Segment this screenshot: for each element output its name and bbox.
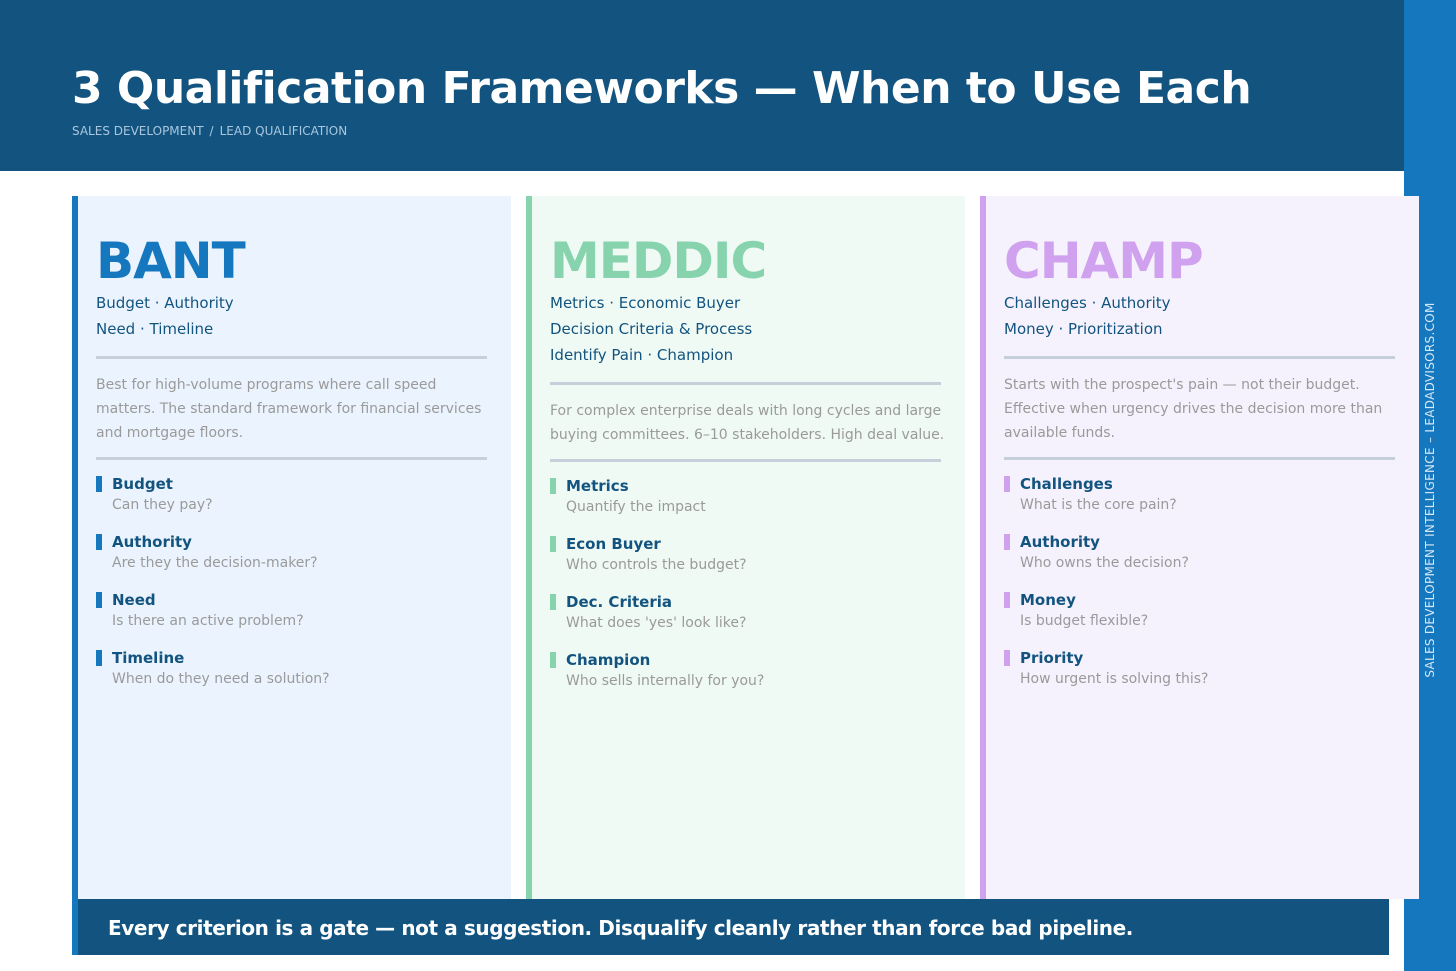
criterion-item: Dec. Criteria What does 'yes' look like?	[550, 592, 941, 650]
criterion-marker-icon	[550, 594, 556, 610]
criterion-question: Are they the decision-maker?	[112, 555, 318, 571]
criterion-label: Challenges	[1020, 475, 1113, 493]
framework-description: Best for high-volume programs where call…	[96, 377, 482, 441]
criterion-question: How urgent is solving this?	[1020, 671, 1209, 687]
criterion-marker-icon	[1004, 592, 1010, 608]
criterion-question: What is the core pain?	[1020, 497, 1177, 513]
criterion-item: Authority Who owns the decision?	[1004, 532, 1395, 590]
criterion-item: Champion Who sells internally for you?	[550, 650, 941, 708]
criterion-question: Is there an active problem?	[112, 613, 304, 629]
criterion-marker-icon	[1004, 534, 1010, 550]
divider	[1004, 457, 1395, 460]
criterion-label: Champion	[566, 651, 651, 669]
framework-name: BANT	[96, 232, 246, 290]
criterion-item: Metrics Quantify the impact	[550, 476, 941, 534]
criterion-label: Budget	[112, 475, 173, 493]
criterion-marker-icon	[96, 650, 102, 666]
divider	[1004, 356, 1395, 359]
framework-name: CHAMP	[1004, 232, 1204, 290]
expansion-line: Metrics · Economic Buyer	[550, 294, 741, 312]
criterion-label: Timeline	[112, 649, 185, 667]
breadcrumb-item-lead-qualification: LEAD QUALIFICATION	[219, 124, 348, 138]
framework-card-meddic: MEDDIC Metrics · Economic Buyer Decision…	[526, 196, 965, 899]
criterion-question: Who owns the decision?	[1020, 555, 1189, 571]
framework-expansion: Metrics · Economic Buyer Decision Criter…	[550, 290, 941, 368]
criterion-marker-icon	[96, 534, 102, 550]
expansion-line: Identify Pain · Champion	[550, 346, 734, 364]
divider	[96, 457, 487, 460]
divider	[550, 459, 941, 462]
criterion-marker-icon	[1004, 476, 1010, 492]
footer-callout: Every criterion is a gate — not a sugges…	[108, 916, 1133, 940]
sidebar-brand-text: SALES DEVELOPMENT INTELLIGENCE – LEADADV…	[1423, 302, 1437, 678]
criterion-item: Timeline When do they need a solution?	[96, 648, 487, 706]
accent-bar	[72, 196, 78, 955]
breadcrumb: SALES DEVELOPMENT / LEAD QUALIFICATION	[72, 123, 347, 139]
divider	[96, 356, 487, 359]
criterion-marker-icon	[550, 478, 556, 494]
criterion-label: Metrics	[566, 477, 629, 495]
framework-expansion: Challenges · Authority Money · Prioritiz…	[1004, 290, 1395, 342]
accent-bar	[526, 196, 532, 899]
criterion-label: Authority	[112, 533, 192, 551]
expansion-line: Decision Criteria & Process	[550, 320, 753, 338]
criterion-question: Is budget flexible?	[1020, 613, 1149, 629]
breadcrumb-item-sales-development: SALES DEVELOPMENT	[72, 124, 204, 138]
criterion-marker-icon	[1004, 650, 1010, 666]
criterion-item: Econ Buyer Who controls the budget?	[550, 534, 941, 592]
criterion-item: Budget Can they pay?	[96, 474, 487, 532]
criterion-marker-icon	[550, 652, 556, 668]
criteria-list: Metrics Quantify the impact Econ Buyer W…	[550, 476, 941, 708]
criterion-label: Authority	[1020, 533, 1100, 551]
criterion-item: Need Is there an active problem?	[96, 590, 487, 648]
criterion-label: Money	[1020, 591, 1076, 609]
criterion-label: Dec. Criteria	[566, 593, 672, 611]
framework-card-champ: CHAMP Challenges · Authority Money · Pri…	[980, 196, 1419, 899]
accent-bar	[980, 196, 986, 899]
criteria-list: Budget Can they pay? Authority Are they …	[96, 474, 487, 706]
expansion-line: Need · Timeline	[96, 320, 214, 338]
header-banner: 3 Qualification Frameworks — When to Use…	[0, 0, 1404, 171]
criterion-question: What does 'yes' look like?	[566, 615, 747, 631]
footer-banner: Every criterion is a gate — not a sugges…	[78, 899, 1389, 955]
framework-expansion: Budget · Authority Need · Timeline	[96, 290, 487, 342]
expansion-line: Challenges · Authority	[1004, 294, 1171, 312]
criterion-marker-icon	[96, 476, 102, 492]
framework-description: For complex enterprise deals with long c…	[550, 403, 945, 443]
expansion-line: Budget · Authority	[96, 294, 234, 312]
breadcrumb-separator: /	[209, 124, 214, 138]
criterion-item: Authority Are they the decision-maker?	[96, 532, 487, 590]
criterion-question: Can they pay?	[112, 497, 213, 513]
criterion-label: Econ Buyer	[566, 535, 661, 553]
criterion-question: When do they need a solution?	[112, 671, 330, 687]
expansion-line: Money · Prioritization	[1004, 320, 1163, 338]
criterion-item: Priority How urgent is solving this?	[1004, 648, 1395, 706]
criteria-list: Challenges What is the core pain? Author…	[1004, 474, 1395, 706]
divider	[550, 382, 941, 385]
page-title: 3 Qualification Frameworks — When to Use…	[72, 63, 1252, 114]
framework-description: Starts with the prospect's pain — not th…	[1004, 377, 1383, 441]
criterion-question: Who sells internally for you?	[566, 673, 765, 689]
framework-name: MEDDIC	[550, 232, 767, 290]
criterion-item: Money Is budget flexible?	[1004, 590, 1395, 648]
criterion-marker-icon	[550, 536, 556, 552]
criterion-label: Need	[112, 591, 156, 609]
criterion-marker-icon	[96, 592, 102, 608]
criterion-label: Priority	[1020, 649, 1084, 667]
framework-card-bant: BANT Budget · Authority Need · Timeline …	[72, 196, 511, 955]
criterion-question: Quantify the impact	[566, 499, 706, 515]
criterion-question: Who controls the budget?	[566, 557, 747, 573]
criterion-item: Challenges What is the core pain?	[1004, 474, 1395, 532]
